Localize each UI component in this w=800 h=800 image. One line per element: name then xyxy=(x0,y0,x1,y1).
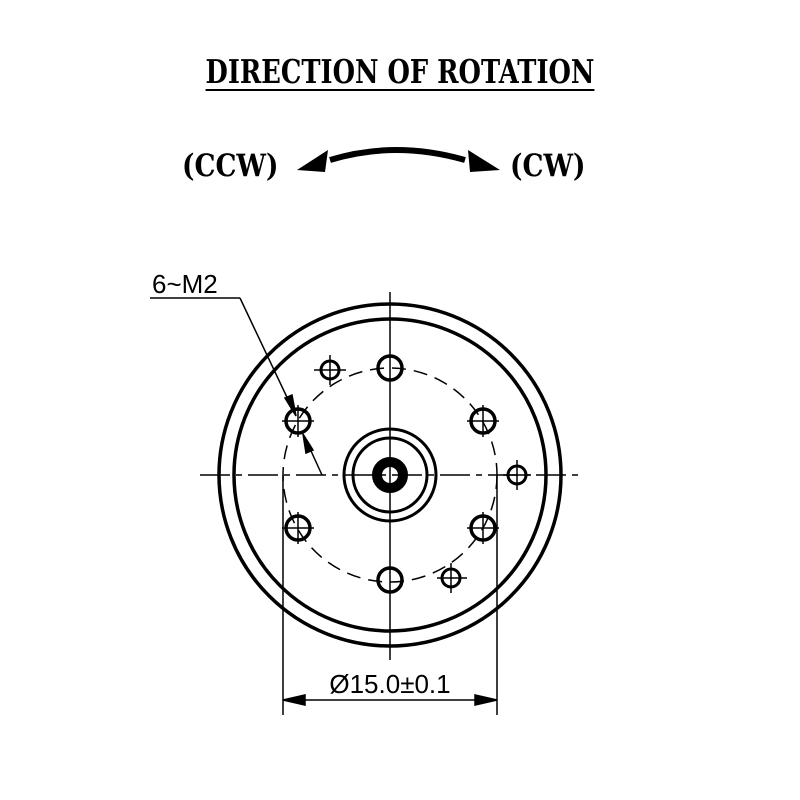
center-lines xyxy=(200,292,580,660)
rotation-arrow xyxy=(297,147,500,172)
m2-threaded-holes xyxy=(282,405,499,544)
plain-holes xyxy=(376,354,404,594)
diameter-dimension xyxy=(282,475,498,715)
outer-housing-circle xyxy=(217,302,563,648)
diameter-dimension-label: Ø15.0±0.1 xyxy=(329,669,450,699)
inner-flange-circle xyxy=(232,317,548,633)
drawing-title: DIRECTION OF ROTATION xyxy=(205,52,595,91)
ccw-label: (CCW) xyxy=(182,148,279,184)
shaft-hub xyxy=(342,427,438,523)
hole-callout-label: 6~M2 xyxy=(152,269,218,299)
callout-leader xyxy=(150,297,323,476)
cw-label: (CW) xyxy=(510,148,586,184)
small-holes xyxy=(314,355,531,593)
